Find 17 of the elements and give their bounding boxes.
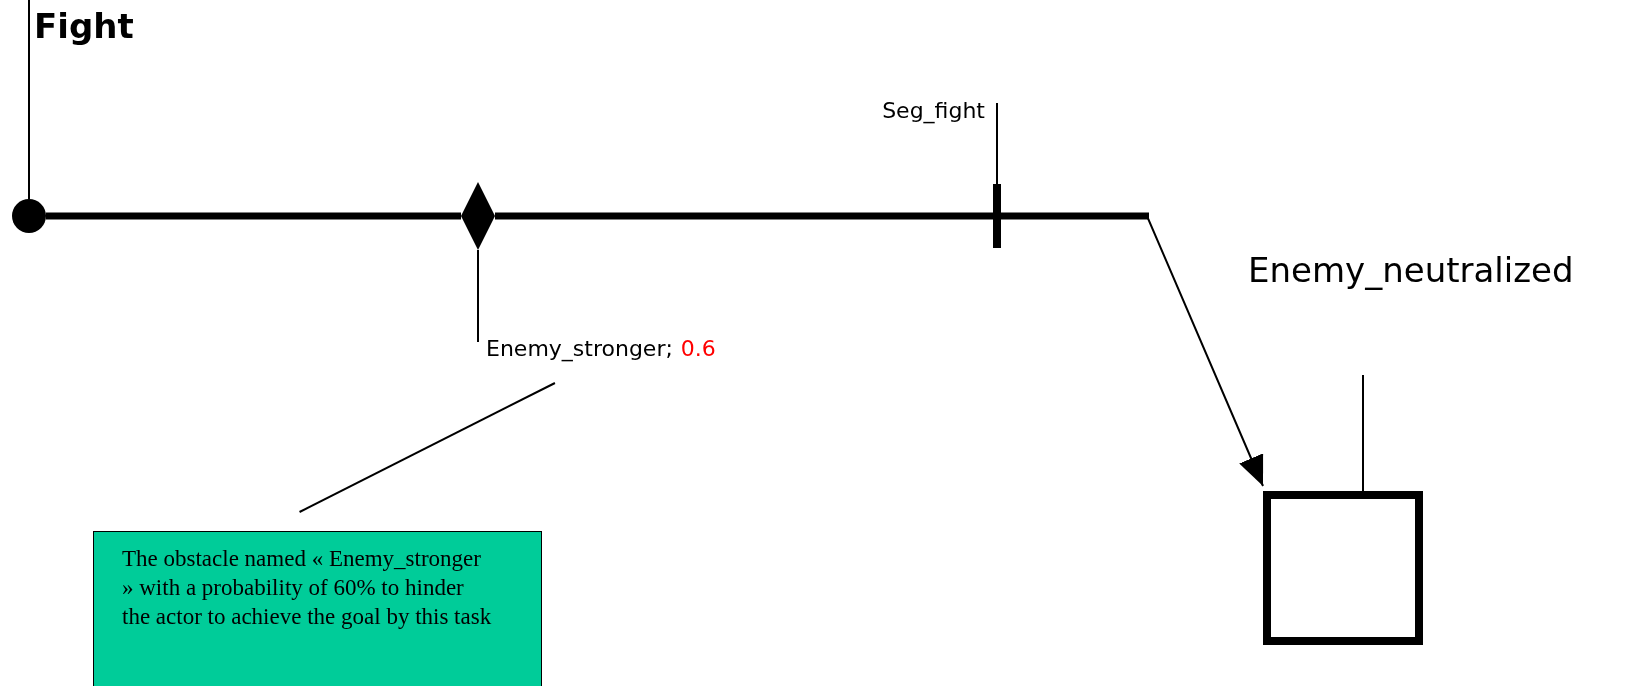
- goal-label: Enemy_neutralized: [1248, 250, 1574, 290]
- timeline: [495, 212, 993, 220]
- leader-line: [1362, 374, 1364, 492]
- task-title: Fight: [34, 6, 134, 46]
- segment-label: Seg_fight: [882, 98, 985, 123]
- start-dot: [12, 199, 46, 233]
- timeline: [46, 212, 461, 220]
- leader-line: [298, 382, 556, 513]
- obstacle-diamond: [461, 182, 495, 250]
- leader-line: [28, 0, 30, 200]
- obstacle-label: Enemy_stronger;: [486, 336, 673, 361]
- leader-line: [477, 249, 479, 343]
- goal-box: [1263, 491, 1423, 645]
- leader-line: [996, 102, 998, 185]
- segment-tick: [993, 184, 1001, 248]
- probability-value: 0.6: [680, 336, 716, 361]
- note-box: The obstacle named « Enemy_stronger » with a probability of 60% to hinder the actor to achieve the goal by this task: [93, 531, 542, 686]
